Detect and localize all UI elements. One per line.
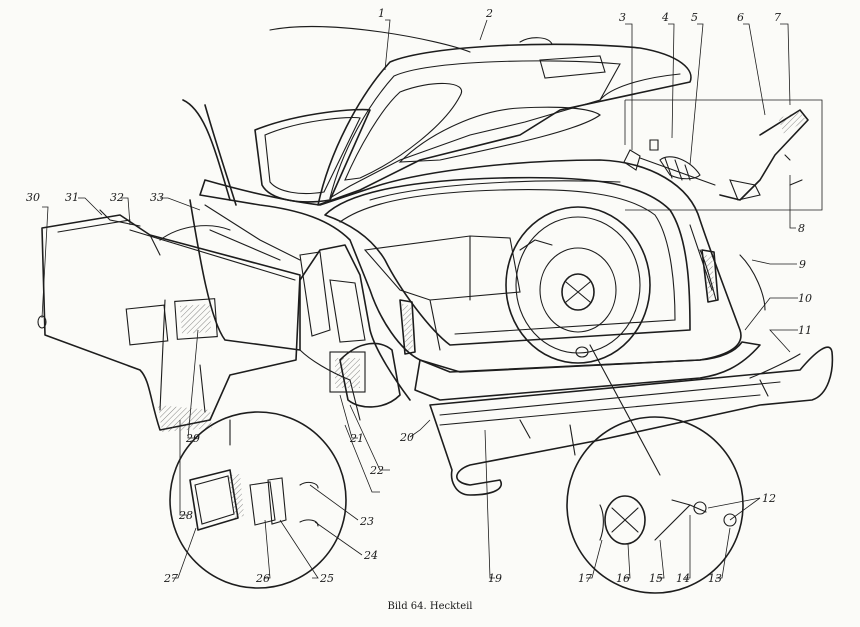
callout-2: 2: [485, 7, 493, 20]
callout-24: 24: [363, 549, 378, 562]
figure-caption: Bild 64. Heckteil: [387, 601, 473, 612]
callout-7: 7: [774, 11, 781, 24]
callout-14: 14: [676, 572, 690, 585]
callout-labels: 1 2 3 4 5 6 7 8 9 10 11 12 13 14 15 16 1…: [26, 7, 812, 585]
callout-1: 1: [378, 7, 385, 20]
callout-25: 25: [319, 572, 334, 585]
callout-15: 15: [649, 572, 663, 585]
hinge-detail: [623, 99, 823, 211]
callout-4: 4: [661, 11, 669, 24]
callout-32: 32: [110, 191, 124, 204]
trunk-lid: [317, 37, 692, 206]
callout-26: 26: [255, 572, 270, 585]
callout-27: 27: [163, 572, 178, 585]
wheel-lock-detail-circle: [566, 344, 744, 594]
callout-13: 13: [708, 572, 722, 585]
c-pillar: [182, 99, 231, 201]
car-body: [199, 159, 742, 373]
filler-detail-circle: [169, 411, 347, 589]
callout-19: 19: [488, 572, 502, 585]
callout-16: 16: [616, 572, 630, 585]
callout-30: 30: [26, 191, 40, 204]
callout-12: 12: [762, 492, 776, 505]
support-rod: [739, 254, 766, 311]
callout-10: 10: [798, 292, 812, 305]
leader-lines: [41, 19, 798, 579]
callout-22: 22: [369, 464, 384, 477]
callout-28: 28: [178, 509, 193, 522]
callout-31: 31: [65, 191, 79, 204]
callout-5: 5: [691, 11, 698, 24]
callout-33: 33: [150, 191, 164, 204]
callout-17: 17: [578, 572, 592, 585]
rear-window: [254, 108, 371, 203]
callout-11: 11: [798, 324, 812, 337]
side-panel: [37, 209, 301, 432]
side-body-inner: [189, 199, 411, 421]
callout-20: 20: [399, 431, 414, 444]
rear-valance: [414, 341, 761, 401]
spare-wheel: [505, 206, 651, 364]
callout-6: 6: [737, 11, 744, 24]
callout-3: 3: [619, 11, 626, 24]
tail-lights: [399, 249, 719, 355]
callout-9: 9: [799, 258, 806, 271]
callout-8: 8: [798, 222, 805, 235]
callout-21: 21: [349, 432, 364, 445]
rear-bumper: [429, 346, 834, 496]
callout-23: 23: [359, 515, 374, 528]
callout-29: 29: [185, 432, 200, 445]
roof-line: [269, 25, 471, 53]
